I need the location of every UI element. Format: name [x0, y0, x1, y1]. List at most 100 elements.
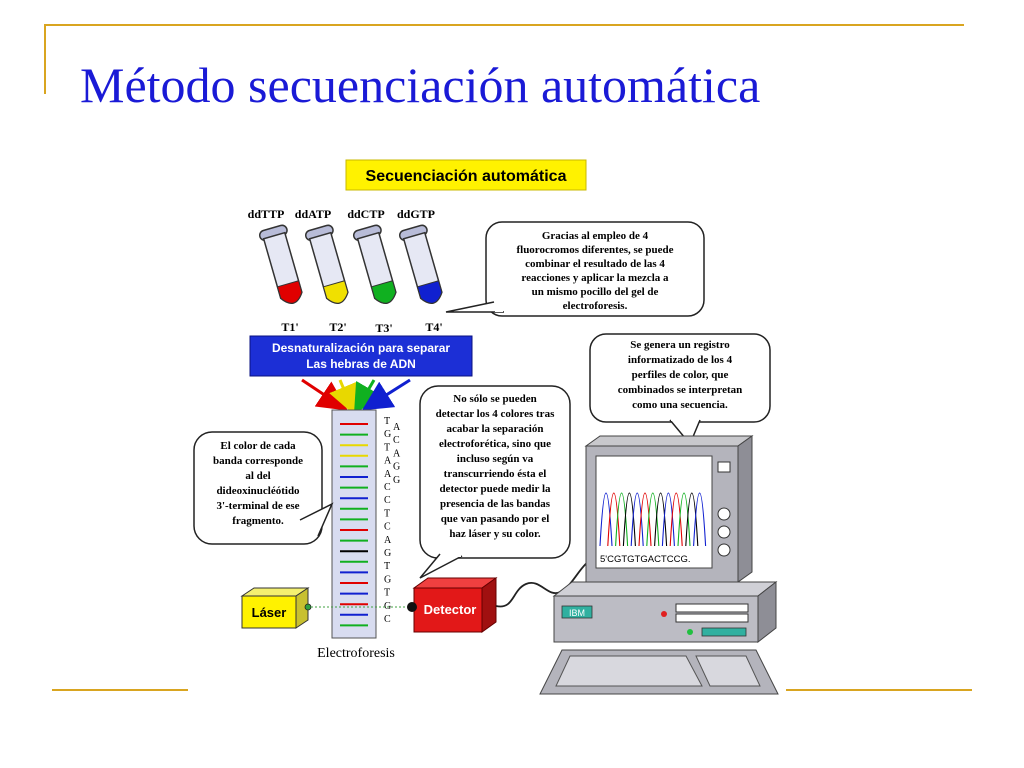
bubble-line: combinados se interpretan	[618, 384, 742, 396]
laser-label: Láser	[252, 605, 287, 620]
sequence-letter: G	[393, 462, 400, 473]
chromatogram-peak	[661, 492, 675, 547]
tubes	[258, 224, 443, 305]
sequence-letter: C	[384, 614, 391, 625]
bubble-color-text: El color de cada banda corresponde al del d…	[213, 440, 303, 527]
sequence-letter: G	[384, 601, 391, 612]
tube-id-t4: T4'	[425, 320, 442, 334]
bubble-line: No sólo se pueden	[453, 393, 536, 405]
detector-lens	[407, 602, 417, 612]
bubble-line: El color de cada	[220, 440, 296, 452]
bubble-detectar-text: No sólo se pueden detectar los 4 colores …	[436, 393, 555, 540]
arrow-red	[301, 378, 348, 411]
tube-t4-fill	[416, 280, 443, 304]
left-rule	[44, 24, 46, 94]
detector-unit: Detector	[407, 577, 498, 633]
bubble-line: acabar la separación	[447, 423, 544, 435]
bubble-line: fluorocromos diferentes, se puede	[516, 244, 673, 256]
bubble-line: fragmento.	[232, 515, 284, 527]
monitor: 5'CGTGTGACTCCG.	[584, 435, 754, 583]
drive-slot-1	[675, 603, 749, 613]
activity-led	[687, 629, 693, 635]
chromatogram-peak	[685, 492, 699, 547]
chromatogram-peak	[599, 492, 613, 547]
denat-line-1: Desnaturalización para separar	[272, 341, 450, 355]
sequence-letter: G	[393, 475, 400, 486]
bubble-fluorochromes-text: Gracias al empleo de 4 fluorocromos difer…	[516, 230, 673, 312]
bubble-line: incluso según va	[457, 453, 534, 465]
sequence-letter: A	[384, 535, 392, 546]
sequence-letter: C	[384, 495, 391, 506]
chromatogram-peak	[646, 492, 660, 547]
sequence-letter: G	[384, 548, 391, 559]
arrow-yellow	[329, 379, 357, 416]
detector-label: Detector	[424, 602, 477, 617]
chromatogram-peak	[615, 492, 629, 547]
bubble-line: al del	[245, 470, 270, 482]
color-arrows	[301, 378, 411, 416]
bubble-line: electroforética, sino que	[439, 438, 551, 450]
bubble-detectar: No sólo se pueden detectar los 4 colores …	[419, 385, 571, 579]
bubble-line: como una secuencia.	[632, 399, 728, 411]
tube-ids: T1' T2' T3' T4'	[281, 320, 442, 335]
chromatogram-peak	[630, 492, 644, 547]
gel	[331, 409, 377, 639]
tube-t3-fill	[370, 280, 397, 304]
sequence-letter: A	[384, 469, 392, 480]
arrow-green	[353, 379, 383, 415]
bubble-line: electroforesis.	[563, 300, 628, 312]
sequence-letter: C	[393, 435, 400, 446]
chromatogram-peak	[677, 492, 691, 547]
tube-id-t3: T3'	[375, 321, 392, 335]
bubble-color: El color de cada banda corresponde al del d…	[193, 431, 334, 545]
sequence-letter: G	[384, 574, 391, 585]
sequence-letter: A	[384, 456, 392, 467]
tube-label-ddgtp: ddGTP	[397, 207, 435, 221]
computer-base: IBM	[552, 580, 778, 644]
chromatogram-peak	[607, 492, 621, 547]
sequence-letter: A	[393, 422, 401, 433]
chromatogram-peak	[693, 492, 707, 547]
tube-t3	[352, 224, 397, 305]
tube-t2-fill	[322, 280, 349, 304]
bubble-line: banda corresponde	[213, 455, 303, 467]
monitor-knob-1	[717, 507, 731, 521]
denat-line-2: Las hebras de ADN	[306, 357, 416, 371]
bubble-line: detector puede medir la	[439, 483, 551, 495]
tube-label-ddttp: ddTTP	[248, 207, 285, 221]
chromatogram-peak	[669, 492, 683, 547]
tube-id-t1: T1'	[281, 320, 298, 334]
electrophoresis-label: Electroforesis	[317, 646, 395, 661]
chromatogram-peak	[654, 492, 668, 547]
tube-labels: ddTTP ddATP ddCTP ddGTP	[248, 207, 435, 221]
monitor-knob-2	[717, 525, 731, 539]
bubble-line: Se genera un registro	[630, 339, 730, 351]
tube-t1	[258, 224, 303, 305]
bubble-line: presencia de las bandas	[440, 498, 551, 510]
top-rule	[44, 24, 964, 26]
bubble-line: Gracias al empleo de 4	[542, 230, 649, 242]
bubble-fluorochromes: Gracias al empleo de 4 fluorocromos difer…	[445, 221, 705, 317]
sequence-letter: T	[384, 416, 390, 427]
banner: Secuenciación automática	[345, 159, 587, 191]
banner-text: Secuenciación automática	[366, 168, 567, 185]
monitor-screen	[595, 455, 713, 569]
sequence-letter: T	[384, 561, 390, 572]
slide-title: Método secuenciación automática	[80, 57, 761, 113]
laser-unit: Láser	[240, 587, 410, 629]
chromatogram	[599, 492, 707, 547]
bubble-line: transcurriendo ésta el	[444, 468, 547, 480]
bubble-line: perfiles de color, que	[632, 369, 729, 381]
bubble-line: detectar los 4 colores tras	[436, 408, 555, 420]
drive-slot-3	[701, 627, 747, 637]
monitor-indicator	[717, 461, 731, 473]
bottom-left-rule	[52, 689, 188, 691]
bubble-line: dideoxinucléótido	[216, 485, 300, 497]
monitor-knob-3	[717, 543, 731, 557]
bubble-line: haz láser y su color.	[449, 528, 541, 540]
